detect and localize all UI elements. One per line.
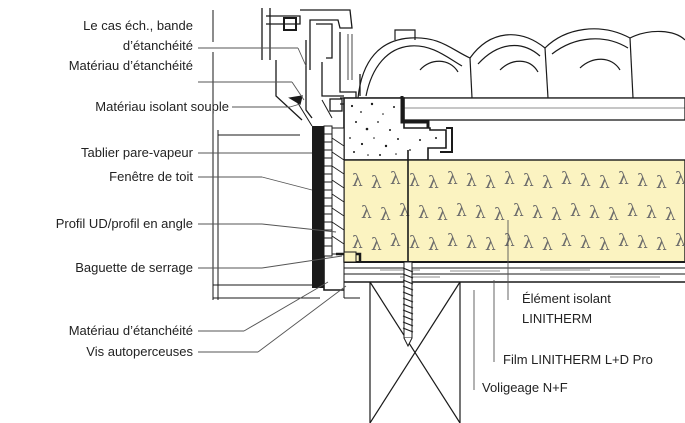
lambda-symbol: λ <box>380 205 391 225</box>
lambda-symbol: λ <box>551 205 562 225</box>
lambda-symbol: λ <box>371 235 382 255</box>
lambda-symbol: λ <box>466 233 477 253</box>
frame-guide-lines <box>212 10 320 300</box>
label-materiau-etancheite-bottom: Matériau d’étanchéité <box>69 323 193 338</box>
lambda-symbol: λ <box>494 205 505 225</box>
lambda-symbol: λ <box>523 233 534 253</box>
label-baguette-de-serrage: Baguette de serrage <box>75 260 193 275</box>
leader-lines-left <box>198 47 347 353</box>
lambda-symbol: λ <box>523 171 534 191</box>
lambda-symbol: λ <box>580 171 591 191</box>
lambda-symbol: λ <box>646 203 657 223</box>
lambda-symbol: λ <box>485 173 496 193</box>
lambda-symbol: λ <box>637 233 648 253</box>
lambda-symbol: λ <box>656 235 667 255</box>
lambda-symbol: λ <box>561 169 572 189</box>
lambda-symbol: λ <box>418 203 429 223</box>
lambda-symbol: λ <box>513 201 524 221</box>
lambda-symbol: λ <box>475 203 486 223</box>
label-element-isolant-line2: LINITHERM <box>522 311 592 326</box>
lambda-symbol: λ <box>618 169 629 189</box>
label-fenetre-de-toit: Fenêtre de toit <box>109 169 193 184</box>
lambda-symbol: λ <box>428 235 439 255</box>
lambda-symbol: λ <box>532 203 543 223</box>
label-materiau-isolant-souple: Matériau isolant souple <box>95 99 229 114</box>
lambda-symbol: λ <box>437 205 448 225</box>
lambda-symbol: λ <box>485 235 496 255</box>
roof-tiles <box>340 28 685 105</box>
label-cas-bande-line1: Le cas éch., bande <box>83 18 193 33</box>
lambda-symbol: λ <box>456 201 467 221</box>
label-vis-autoperceuses: Vis autoperceuses <box>86 344 193 359</box>
lambda-symbol: λ <box>618 231 629 251</box>
lambda-symbol: λ <box>570 201 581 221</box>
label-element-isolant-line1: Élément isolant <box>522 291 611 306</box>
label-voligeage: Voligeage N+F <box>482 380 568 395</box>
lambda-symbol: λ <box>466 171 477 191</box>
lambda-symbol: λ <box>675 231 685 251</box>
lambda-symbol: λ <box>627 201 638 221</box>
lambda-symbol: λ <box>504 169 515 189</box>
leader-lines-right <box>473 220 509 390</box>
lambda-symbol: λ <box>428 173 439 193</box>
lambda-symbol: λ <box>361 203 372 223</box>
lambda-symbol: λ <box>409 171 420 191</box>
vapour-barrier-apron <box>312 125 362 291</box>
lambda-symbol: λ <box>390 231 401 251</box>
rafter <box>369 281 461 423</box>
lambda-symbol: λ <box>447 231 458 251</box>
lambda-symbol: λ <box>580 233 591 253</box>
lambda-symbol: λ <box>675 169 685 189</box>
label-materiau-etancheite-top: Matériau d’étanchéité <box>69 58 193 73</box>
window-frame <box>261 8 361 127</box>
lambda-symbol: λ <box>390 169 401 189</box>
battens <box>399 97 685 121</box>
lambda-symbol: λ <box>608 205 619 225</box>
label-profil-ud: Profil UD/profil en angle <box>56 216 193 231</box>
lambda-symbol: λ <box>665 205 676 225</box>
label-film-linitherm: Film LINITHERM L+D Pro <box>503 352 653 367</box>
left-labels: Le cas éch., bande d’étanchéité Matériau… <box>56 18 229 359</box>
lambda-symbol: λ <box>504 231 515 251</box>
lambda-symbol: λ <box>599 235 610 255</box>
self-drilling-screw <box>402 150 414 348</box>
lambda-symbol: λ <box>399 201 410 221</box>
lambda-symbol: λ <box>542 173 553 193</box>
film-and-planks <box>343 261 685 299</box>
lambda-symbol: λ <box>561 231 572 251</box>
lambda-symbol: λ <box>637 171 648 191</box>
lambda-symbol: λ <box>371 173 382 193</box>
label-cas-bande-line2: d’étanchéité <box>123 38 193 53</box>
lambda-symbol: λ <box>409 233 420 253</box>
label-tablier-pare-vapeur: Tablier pare-vapeur <box>81 145 194 160</box>
lambda-symbol: λ <box>352 171 363 191</box>
right-labels: Élément isolant LINITHERM Film LINITHERM… <box>482 291 653 395</box>
lambda-symbol: λ <box>589 203 600 223</box>
lambda-symbol: λ <box>656 173 667 193</box>
lambda-symbol: λ <box>352 233 363 253</box>
lambda-symbol: λ <box>542 235 553 255</box>
lambda-symbol: λ <box>447 169 458 189</box>
lambda-symbol: λ <box>599 173 610 193</box>
